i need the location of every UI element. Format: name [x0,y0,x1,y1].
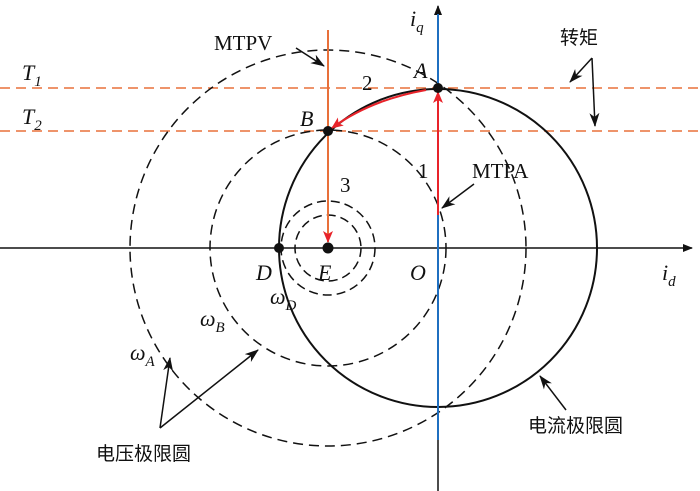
voltage-pointer-wB [159,349,259,429]
label-D: D [255,260,272,285]
path-2-arrow [331,89,427,129]
current-limit-pointer [539,375,567,411]
iq-axis-label: iq [410,6,424,36]
current-limit-label: 电流极限圆 [528,415,623,437]
label-wB: ωB [200,306,225,336]
torque-label: 转矩 [560,27,598,49]
path-3-label: 3 [340,173,351,197]
voltage-limit-label: 电压极限圆 [96,443,191,465]
label-A: A [412,58,428,83]
point-B [323,126,333,136]
point-A [433,83,443,93]
t2-label: T2 [22,104,42,134]
path-2-label: 2 [362,71,373,95]
mtpa-label: MTPA [472,159,529,183]
label-B: B [300,106,313,131]
label-wA: ωA [130,340,156,370]
torque-pointer-2 [589,57,600,127]
point-E [322,242,334,254]
label-E: E [317,260,332,285]
t1-label: T1 [22,60,42,90]
label-wD: ωD [270,284,297,314]
id-axis-label: id [662,260,676,290]
mtpv-pointer [295,47,325,67]
mtpv-label: MTPV [214,31,272,55]
mtpa-pointer [441,183,475,209]
label-O: O [410,260,426,285]
point-D [274,243,284,253]
voltage-pointer-wA [159,357,174,429]
path-1-label: 1 [418,159,429,183]
torque-pointer-1 [569,57,593,83]
